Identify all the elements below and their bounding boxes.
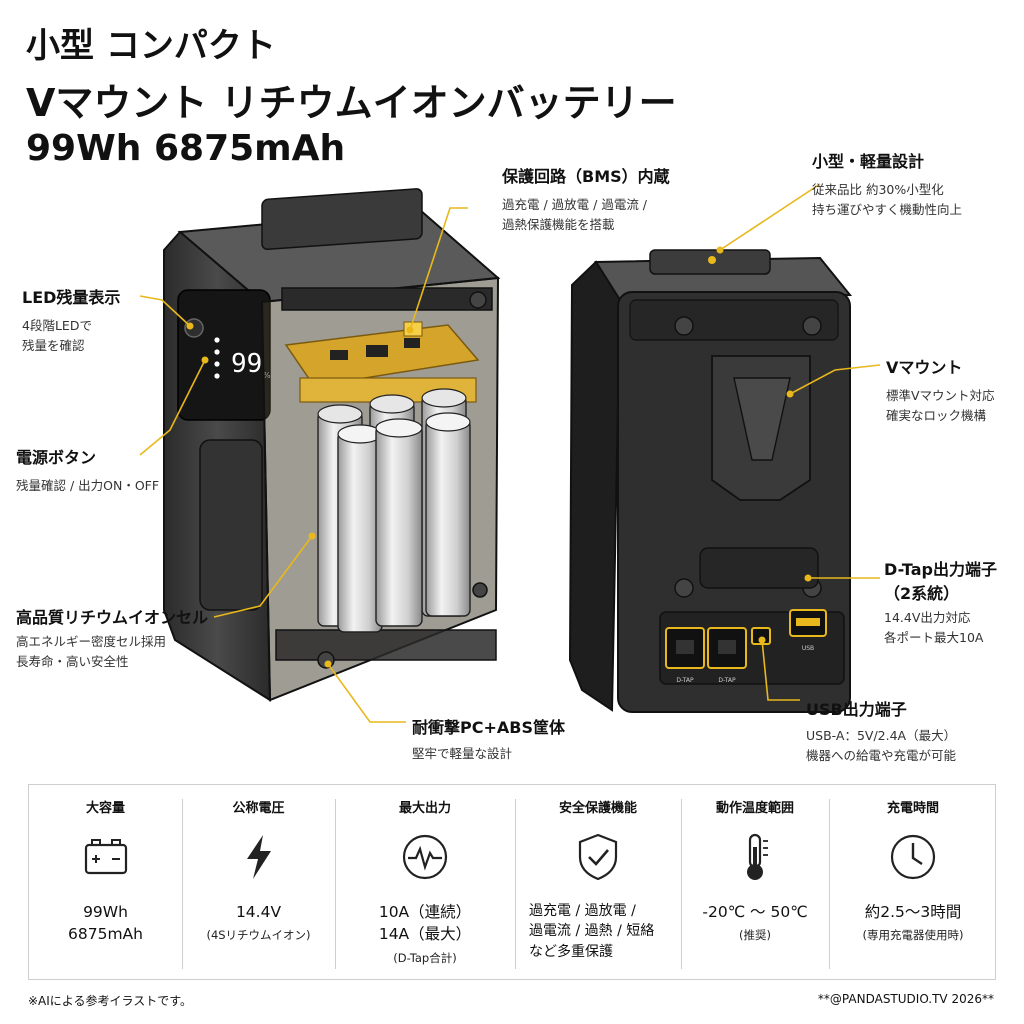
clock-icon: [890, 834, 936, 880]
shield-check-icon: [578, 833, 618, 881]
spec-temperature: 動作温度範囲 -20℃ 〜 50℃(推奨): [702, 801, 808, 943]
pulse-icon: [402, 834, 448, 880]
title-line-1: 小型 コンパクト: [26, 26, 276, 66]
lightning-icon: [246, 835, 271, 879]
svg-text:D-TAP: D-TAP: [676, 677, 694, 684]
thermometer-icon: [747, 833, 768, 880]
callout-usb: USB出力端子 USB-A：5V/2.4A（最大）機器への給電や充電が可能: [806, 700, 957, 763]
spec-voltage: 公称電圧 14.4V(4Sリチウムイオン): [206, 801, 311, 943]
callout-bms: 保護回路（BMS）内蔵 過充電 / 過放電 / 過電流 /過熱保護機能を搭載: [502, 167, 670, 232]
battery-illustration: 99 %: [139, 183, 881, 723]
callout-compact: 小型・軽量設計 従来品比 約30%小型化持ち運びやすく機動性向上: [812, 152, 963, 217]
left-battery: 99 %: [163, 188, 501, 702]
callout-power: 電源ボタン 残量確認 / 出力ON・OFF: [16, 448, 160, 493]
spec-output: 最大出力 10A（連続）14A（最大）(D-Tap合計): [378, 801, 472, 965]
footer-credit: **@PANDASTUDIO.TV 2026**: [817, 992, 994, 1006]
svg-text:USB: USB: [802, 645, 814, 652]
callout-vmount: Vマウント 標準Vマウント対応確実なロック機構: [886, 358, 995, 423]
led-display-value: 99: [231, 349, 262, 379]
callout-case: 耐衝撃PC+ABS筐体 堅牢で軽量な設計: [412, 718, 565, 761]
callout-led: LED残量表示 4段階LEDで残量を確認: [22, 288, 121, 353]
svg-text:D-TAP: D-TAP: [718, 677, 736, 684]
title-line-3: 99Wh 6875mAh: [26, 128, 346, 169]
callout-cells: 高品質リチウムイオンセル 高エネルギー密度セル採用長寿命・高い安全性: [16, 608, 209, 669]
battery-icon: [84, 839, 127, 875]
title-line-2: Vマウント リチウムイオンバッテリー: [26, 81, 677, 125]
callout-leaders: [139, 183, 881, 723]
callout-dtap: D-Tap出力端子（2系統） 14.4V出力対応各ポート最大10A: [884, 560, 997, 645]
footer-disclaimer: ※AIによる参考イラストです。: [28, 994, 193, 1008]
spec-charge-time: 充電時間 約2.5〜3時間(専用充電器使用時): [862, 801, 964, 943]
lithium-ion-cells: [317, 388, 471, 633]
spec-safety: 安全保護機能 過充電 / 過放電 /過電流 / 過熱 / 短絡など多重保護: [529, 801, 655, 960]
right-battery: D-TAP D-TAP USB: [568, 249, 853, 713]
